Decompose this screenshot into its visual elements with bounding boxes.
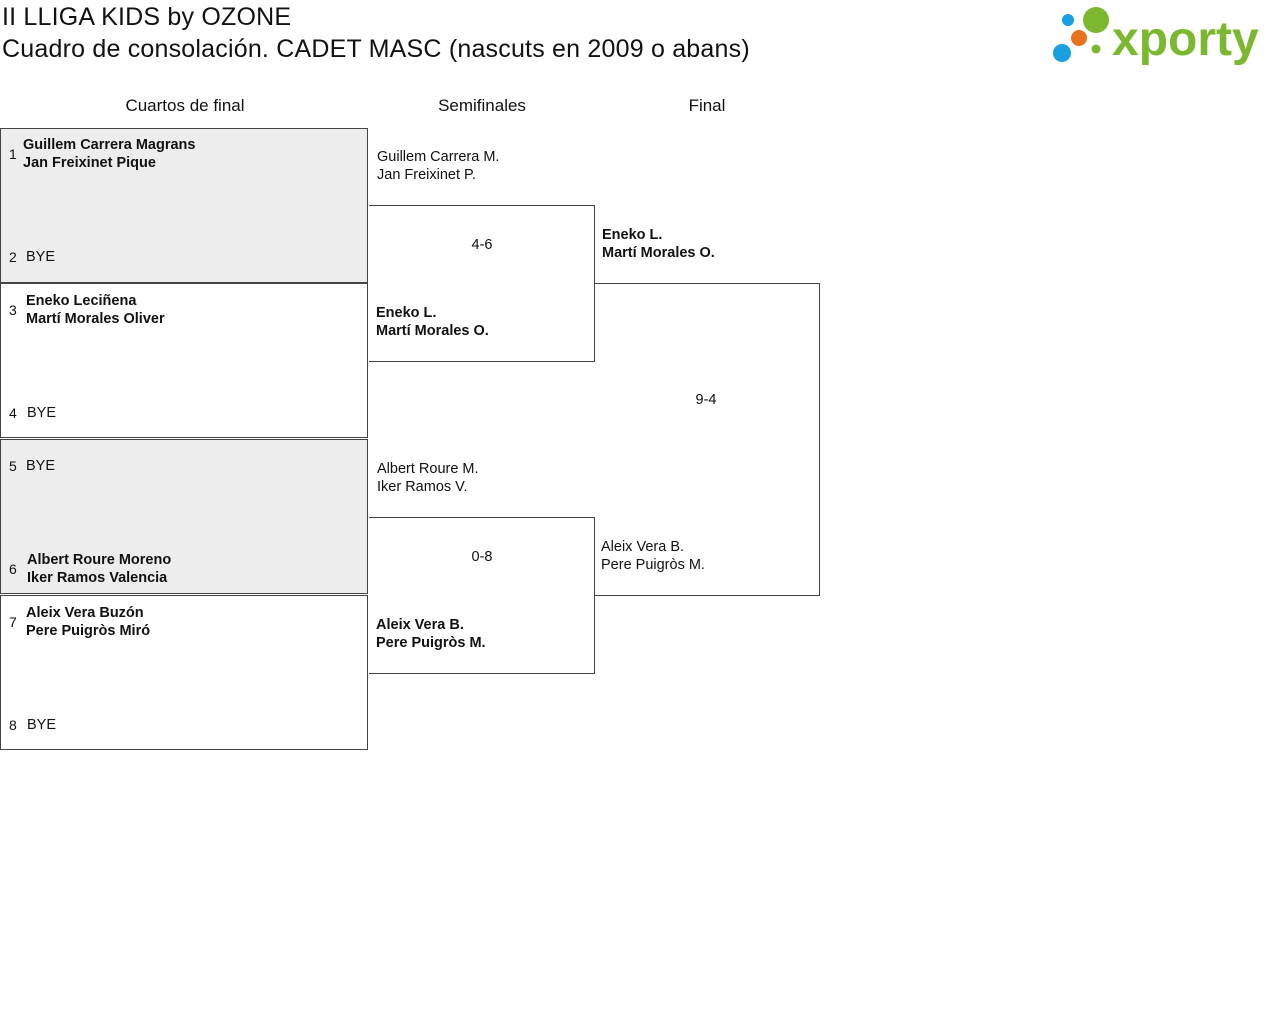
semifinal-match-2: 0-8 Aleix Vera B. Pere Puigròs M. xyxy=(369,517,595,674)
page-title: II LLIGA KIDS by OZONE xyxy=(2,3,292,31)
match-score: 9-4 xyxy=(695,392,717,408)
seed-number: 5 xyxy=(9,458,17,474)
final-bottom-player: Aleix Vera B. xyxy=(601,539,685,555)
semifinal-2-bottom-player: Aleix Vera B. xyxy=(376,617,464,633)
seed-number: 1 xyxy=(9,146,17,162)
quarterfinal-match-3: 5 BYE 6 Albert Roure Moreno Iker Ramos V… xyxy=(0,439,368,594)
match-score: 4-6 xyxy=(471,237,493,253)
bye-label: BYE xyxy=(27,717,57,733)
quarterfinal-match-1: 1 Guillem Carrera Magrans Jan Freixinet … xyxy=(0,128,368,283)
round-heading-semifinals: Semifinales xyxy=(438,96,526,115)
logo-dot-blue xyxy=(1053,44,1071,62)
semifinal-match-1: 4-6 Eneko L. Martí Morales O. xyxy=(369,205,595,362)
player-name: Aleix Vera Buzón xyxy=(26,605,144,621)
seed-number: 7 xyxy=(9,614,17,630)
final-bottom-player: Pere Puigròs M. xyxy=(601,557,705,573)
bye-label: BYE xyxy=(26,249,56,265)
seed-number: 8 xyxy=(9,717,17,733)
page-subtitle: Cuadro de consolación. CADET MASC (nascu… xyxy=(2,35,750,63)
semifinal-1-top-player: Jan Freixinet P. xyxy=(377,167,476,183)
logo-dot-green-small xyxy=(1091,44,1101,54)
final-match: 9-4 Aleix Vera B. Pere Puigròs M. xyxy=(594,283,820,596)
player-name: Iker Ramos Valencia xyxy=(27,570,168,586)
semifinal-2-top-player: Albert Roure M. xyxy=(377,461,479,477)
bye-label: BYE xyxy=(27,405,57,421)
logo-dot-blue-small xyxy=(1062,14,1074,26)
logo-dot-green xyxy=(1083,7,1109,33)
semifinal-1-bottom-player: Martí Morales O. xyxy=(376,323,489,339)
round-heading-quarterfinals: Cuartos de final xyxy=(125,96,245,115)
seed-number: 3 xyxy=(9,302,17,318)
match-score: 0-8 xyxy=(471,549,493,565)
final-top-player: Martí Morales O. xyxy=(602,245,715,261)
final-top-player: Eneko L. xyxy=(602,227,663,243)
player-name: Martí Morales Oliver xyxy=(26,311,165,327)
player-name: Guillem Carrera Magrans xyxy=(23,137,196,153)
semifinal-1-bottom-player: Eneko L. xyxy=(376,305,437,321)
quarterfinal-match-4: 7 Aleix Vera Buzón Pere Puigròs Miró 8 B… xyxy=(0,595,368,750)
semifinal-1-top-player: Guillem Carrera M. xyxy=(377,149,500,165)
quarterfinal-match-2: 3 Eneko Leciñena Martí Morales Oliver 4 … xyxy=(0,283,368,438)
logo-dot-orange xyxy=(1071,30,1087,46)
xporty-logo: xporty xyxy=(1053,7,1259,66)
round-heading-final: Final xyxy=(688,96,726,115)
player-name: Pere Puigròs Miró xyxy=(26,623,151,639)
seed-number: 4 xyxy=(9,405,17,421)
seed-number: 6 xyxy=(9,561,17,577)
logo-text: xporty xyxy=(1112,13,1259,66)
bye-label: BYE xyxy=(26,458,56,474)
player-name: Jan Freixinet Pique xyxy=(23,155,156,171)
semifinal-2-top-player: Iker Ramos V. xyxy=(377,479,468,495)
seed-number: 2 xyxy=(9,249,17,265)
player-name: Eneko Leciñena xyxy=(26,293,137,309)
player-name: Albert Roure Moreno xyxy=(27,552,172,568)
semifinal-2-bottom-player: Pere Puigròs M. xyxy=(376,635,486,651)
